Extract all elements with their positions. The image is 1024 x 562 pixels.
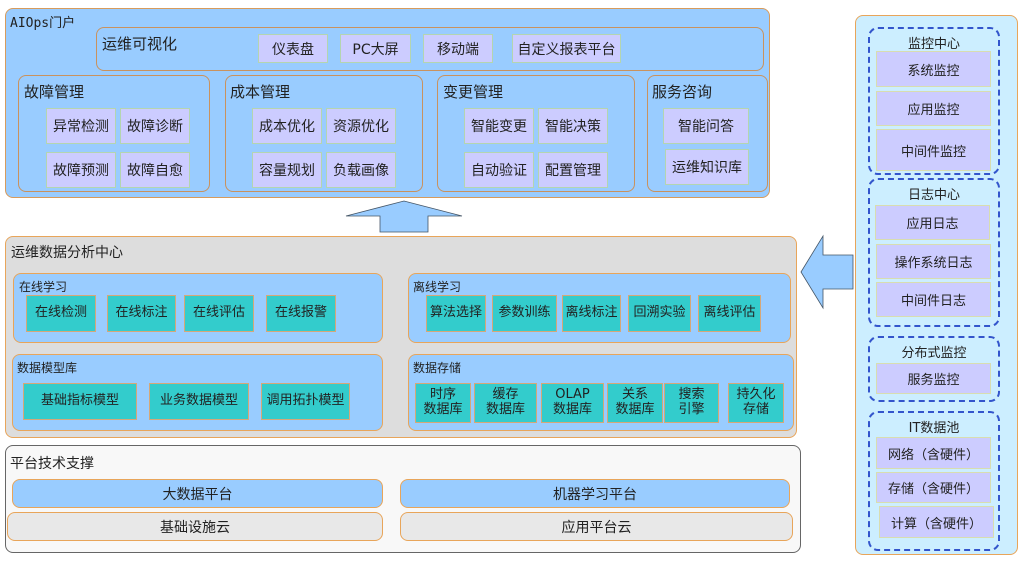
storage-item[interactable]: 缓存 数据库: [474, 383, 537, 423]
storage-line: 数据库: [423, 402, 463, 417]
fault-item[interactable]: 故障自愈: [120, 152, 190, 188]
cost-item[interactable]: 负载画像: [326, 152, 396, 188]
storage-line: 存储: [742, 402, 769, 417]
change-item[interactable]: 智能决策: [538, 108, 608, 144]
storage-item[interactable]: 关系 数据库: [607, 383, 663, 423]
storage-line: 搜索: [678, 387, 705, 403]
it-pool-item[interactable]: 网络（含硬件）: [876, 437, 991, 469]
storage-line: 数据库: [552, 402, 592, 417]
offline-item[interactable]: 算法选择: [426, 295, 486, 332]
change-management-group: [437, 75, 635, 192]
offline-item[interactable]: 离线评估: [698, 295, 761, 332]
storage-item[interactable]: OLAP 数据库: [541, 383, 604, 423]
ml-platform[interactable]: 机器学习平台: [400, 479, 790, 508]
log-center-title: 日志中心: [907, 188, 960, 203]
storage-line: OLAP: [555, 387, 590, 403]
log-item[interactable]: 应用日志: [875, 205, 990, 240]
online-learning-title: 在线学习: [19, 280, 68, 294]
fault-management-group: [18, 75, 210, 192]
cost-item[interactable]: 容量规划: [252, 152, 322, 188]
cost-management-group: [225, 75, 423, 192]
model-library-title: 数据模型库: [17, 361, 78, 375]
log-item[interactable]: 中间件日志: [876, 282, 991, 317]
online-item[interactable]: 在线报警: [266, 295, 336, 332]
viz-item-custom-report[interactable]: 自定义报表平台: [512, 34, 621, 63]
log-item[interactable]: 操作系统日志: [876, 244, 991, 279]
distributed-item[interactable]: 服务监控: [876, 363, 991, 394]
service-item[interactable]: 智能问答: [663, 108, 749, 144]
change-item[interactable]: 自动验证: [464, 152, 534, 188]
storage-line: 缓存: [492, 387, 519, 403]
distributed-monitoring-title: 分布式监控: [901, 346, 967, 361]
storage-line: 引擎: [678, 402, 705, 417]
analysis-center-title: 运维数据分析中心: [11, 245, 123, 261]
log-center-group: [868, 178, 1000, 327]
storage-item[interactable]: 搜索 引擎: [664, 383, 719, 423]
online-item[interactable]: 在线评估: [184, 295, 254, 332]
fault-item[interactable]: 故障诊断: [120, 108, 190, 144]
offline-item[interactable]: 参数训练: [492, 295, 557, 332]
online-item[interactable]: 在线标注: [107, 295, 176, 332]
fault-management-title: 故障管理: [24, 83, 85, 101]
change-item[interactable]: 智能变更: [464, 108, 534, 144]
fault-item[interactable]: 异常检测: [46, 108, 116, 144]
model-item[interactable]: 基础指标模型: [23, 383, 137, 420]
monitoring-item[interactable]: 中间件监控: [876, 129, 991, 171]
big-data-platform[interactable]: 大数据平台: [12, 479, 383, 508]
cost-management-title: 成本管理: [230, 83, 291, 101]
storage-line: 关系: [621, 387, 648, 403]
viz-item-dashboard[interactable]: 仪表盘: [258, 34, 328, 63]
visualization-group: [96, 27, 764, 71]
monitoring-item[interactable]: 应用监控: [876, 91, 991, 126]
offline-learning-title: 离线学习: [413, 280, 462, 294]
model-item[interactable]: 业务数据模型: [149, 383, 249, 420]
change-management-title: 变更管理: [443, 83, 504, 101]
monitoring-center-group: [868, 27, 1000, 175]
service-item[interactable]: 运维知识库: [665, 149, 749, 185]
storage-line: 数据库: [485, 402, 525, 417]
data-storage-title: 数据存储: [413, 361, 462, 375]
portal-title: AIOps门户: [10, 16, 76, 31]
it-pool-item[interactable]: 计算（含硬件）: [879, 506, 994, 538]
platform-title: 平台技术支撑: [10, 456, 94, 472]
infra-cloud[interactable]: 基础设施云: [7, 512, 383, 541]
fault-item[interactable]: 故障预测: [46, 152, 116, 188]
offline-item[interactable]: 回溯实验: [628, 295, 691, 332]
model-item[interactable]: 调用拓扑模型: [261, 383, 350, 420]
it-data-pool-title: IT数据池: [908, 421, 960, 436]
storage-line: 数据库: [615, 402, 655, 417]
monitoring-center-title: 监控中心: [907, 37, 960, 52]
service-consulting-title: 服务咨询: [652, 83, 713, 101]
online-item[interactable]: 在线检测: [26, 295, 96, 332]
storage-line: 时序: [429, 387, 456, 403]
it-data-pool-group: [868, 411, 1000, 551]
storage-item[interactable]: 持久化 存储: [728, 383, 784, 423]
storage-line: 持久化: [736, 387, 776, 403]
visualization-title: 运维可视化: [102, 35, 178, 53]
app-cloud[interactable]: 应用平台云: [400, 512, 793, 541]
up-arrow-icon: [345, 200, 463, 233]
viz-item-pc-screen[interactable]: PC大屏: [340, 34, 411, 63]
cost-item[interactable]: 资源优化: [326, 108, 396, 144]
monitoring-item[interactable]: 系统监控: [876, 51, 991, 87]
service-consulting-group: [647, 75, 768, 192]
storage-item[interactable]: 时序 数据库: [415, 383, 471, 423]
it-pool-item[interactable]: 存储（含硬件）: [876, 472, 991, 503]
distributed-monitoring-group: [868, 336, 1000, 402]
viz-item-mobile[interactable]: 移动端: [423, 34, 493, 63]
left-arrow-icon: [800, 234, 854, 310]
offline-item[interactable]: 离线标注: [562, 295, 621, 332]
cost-item[interactable]: 成本优化: [252, 108, 322, 144]
change-item[interactable]: 配置管理: [538, 152, 608, 188]
